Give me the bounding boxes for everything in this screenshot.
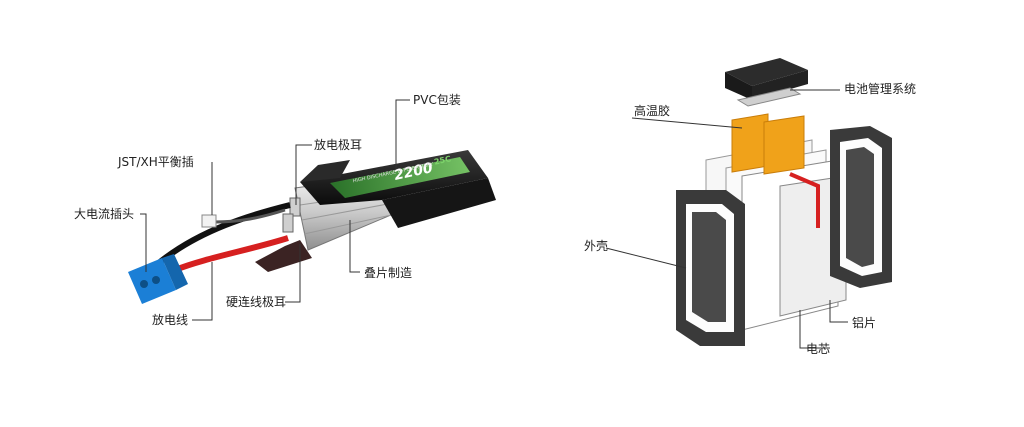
leader-shell [605, 247, 687, 269]
label-aluminum-sheet: 铝片 [852, 316, 877, 330]
red-discharge-wire [173, 235, 289, 273]
leader-pvc [395, 99, 410, 170]
label-main-plug: 大电流插头 [74, 207, 135, 221]
leader-hard-tab [285, 244, 301, 303]
leader-stacked [349, 220, 360, 273]
label-discharge-wire: 放电线 [152, 313, 189, 327]
label-cell: 电芯 [806, 342, 831, 356]
balance-lead-wires [213, 208, 286, 224]
leader-aluminum [829, 300, 848, 323]
exploded-battery-view [676, 58, 892, 346]
bms-box [725, 58, 808, 107]
black-discharge-wire [158, 202, 291, 265]
left-shell [676, 190, 745, 346]
leader-glue [631, 117, 743, 129]
blue-main-plug [128, 254, 188, 304]
label-balance-plug: JST/XH平衡插 [118, 155, 194, 169]
label-stacked-build: 叠片制造 [364, 266, 413, 280]
lipo-battery-pack [128, 150, 496, 304]
jst-xh-plug [201, 214, 217, 228]
label-high-temp-glue: 高温胶 [634, 104, 671, 118]
pvc-wrap-side [382, 178, 496, 228]
leader-lines [140, 89, 848, 349]
red-cell-wire [789, 172, 820, 228]
leader-discharge-tab [295, 144, 312, 205]
leader-discharge-wire [192, 262, 213, 321]
high-temp-tape-left [731, 113, 769, 173]
label-pvc-wrap: PVC包装 [413, 93, 461, 107]
label-bms: 电池管理系统 [844, 82, 917, 96]
battery-green-label [330, 157, 470, 198]
aluminum-sheet [779, 175, 847, 317]
label-shell: 外壳 [584, 239, 609, 253]
label-hard-tab: 硬连线极耳 [226, 295, 287, 309]
leader-cell [799, 310, 830, 349]
high-temp-tape-right [763, 115, 805, 175]
right-shell [830, 126, 892, 288]
peeled-wrap-flap [300, 160, 350, 182]
leader-main-plug [140, 213, 147, 272]
label-discharge-tab: 放电极耳 [314, 138, 363, 152]
